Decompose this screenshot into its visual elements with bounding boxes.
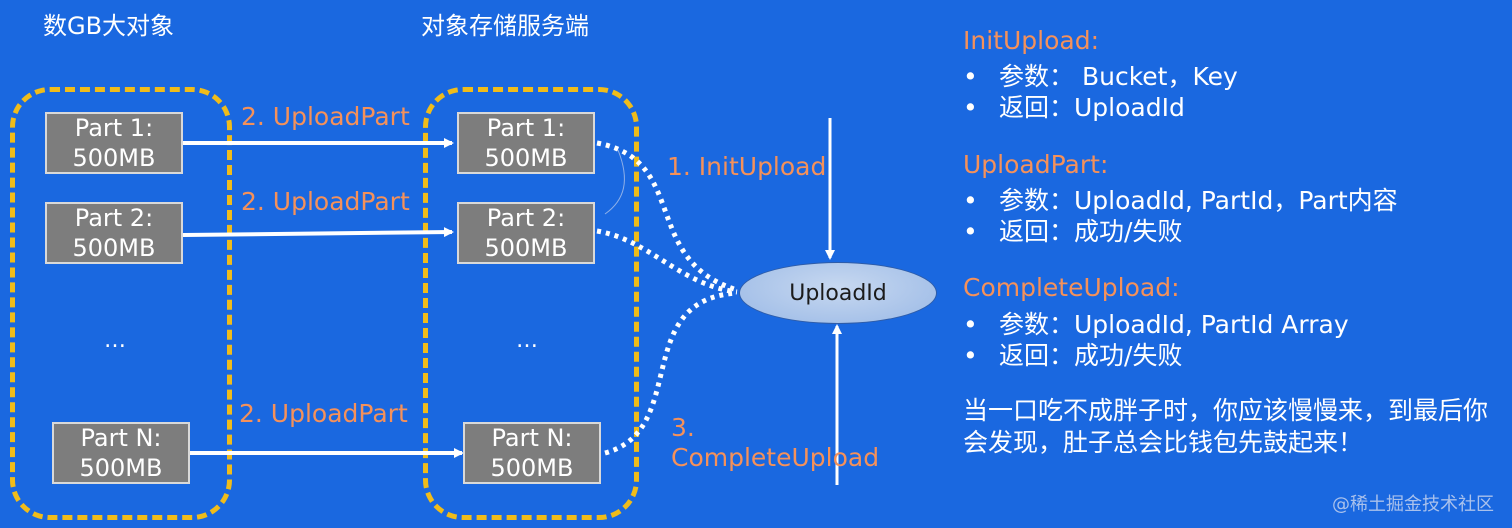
part-label: Part N: [80,424,162,452]
init-upload-label: 1. InitUpload [667,152,827,181]
client-part-2: Part 2:500MB [45,202,183,264]
bullet: • [963,341,978,370]
upload-part-label-2: 2. UploadPart [241,187,410,216]
server-storage-group [423,87,639,520]
upload-part-label-n: 2. UploadPart [239,399,408,428]
complete-upload-label-step: 3. [671,413,695,442]
part-label: Part 2: [74,204,154,232]
upload-part-label-1: 2. UploadPart [241,102,410,131]
returns-text: 返回：UploadId [999,93,1185,122]
dotted-links [596,140,738,456]
part-size: 500MB [484,144,568,172]
server-ellipsis: … [516,328,538,353]
part-size: 500MB [72,144,156,172]
init-upload-returns: • 返回：UploadId [963,88,1185,124]
complete-upload-params: • 参数：UploadId, PartId Array [963,305,1349,341]
bullet: • [963,186,978,215]
params-text: 参数： Bucket，Key [999,62,1238,91]
upload-id-node: UploadId [739,262,937,324]
part-label: Part 1: [74,114,154,142]
server-part-1: Part 1:500MB [457,112,595,174]
upload-part-returns: • 返回：成功/失败 [963,212,1182,248]
vertical-arrows [825,118,842,485]
part-size: 500MB [79,454,163,482]
left-title: 数GB大对象 [43,12,175,40]
dotted-link-partn [604,290,738,456]
part-size: 500MB [484,234,568,262]
upload-part-heading: UploadPart: [963,150,1109,179]
right-title: 对象存储服务端 [421,12,589,40]
init-upload-params: • 参数： Bucket，Key [963,57,1238,93]
part-label: Part N: [491,424,573,452]
server-part-n: Part N:500MB [463,422,601,484]
upload-part-arrows [182,138,464,458]
bullet: • [963,93,978,122]
client-part-n: Part N:500MB [52,422,190,484]
client-part-1: Part 1:500MB [45,112,183,174]
returns-text: 返回：成功/失败 [999,217,1183,246]
returns-text: 返回：成功/失败 [999,341,1183,370]
bullet: • [963,62,978,91]
params-text: 参数：UploadId, PartId，Part内容 [999,186,1398,215]
params-text: 参数：UploadId, PartId Array [999,310,1349,339]
client-object-group [10,87,232,520]
complete-upload-label: CompleteUpload [671,443,880,472]
complete-upload-returns: • 返回：成功/失败 [963,336,1182,372]
watermark: @稀土掘金技术社区 [1332,494,1494,515]
server-part-2: Part 2:500MB [457,202,595,264]
part-label: Part 2: [486,204,566,232]
part-size: 500MB [490,454,574,482]
client-ellipsis: … [104,328,126,353]
part-size: 500MB [72,234,156,262]
upload-part-params: • 参数：UploadId, PartId，Part内容 [963,181,1398,217]
thin-curve [604,149,625,215]
quote-text: 当一口吃不成胖子时，你应该慢慢来，到最后你会发现，肚子总会比钱包先鼓起来！ [963,396,1489,457]
part-label: Part 1: [486,114,566,142]
dotted-link-part2 [596,228,738,295]
bullet: • [963,310,978,339]
bullet: • [963,217,978,246]
complete-upload-heading: CompleteUpload: [963,273,1180,302]
upload-part-arrow-2 [182,227,454,238]
init-upload-heading: InitUpload: [963,26,1099,55]
